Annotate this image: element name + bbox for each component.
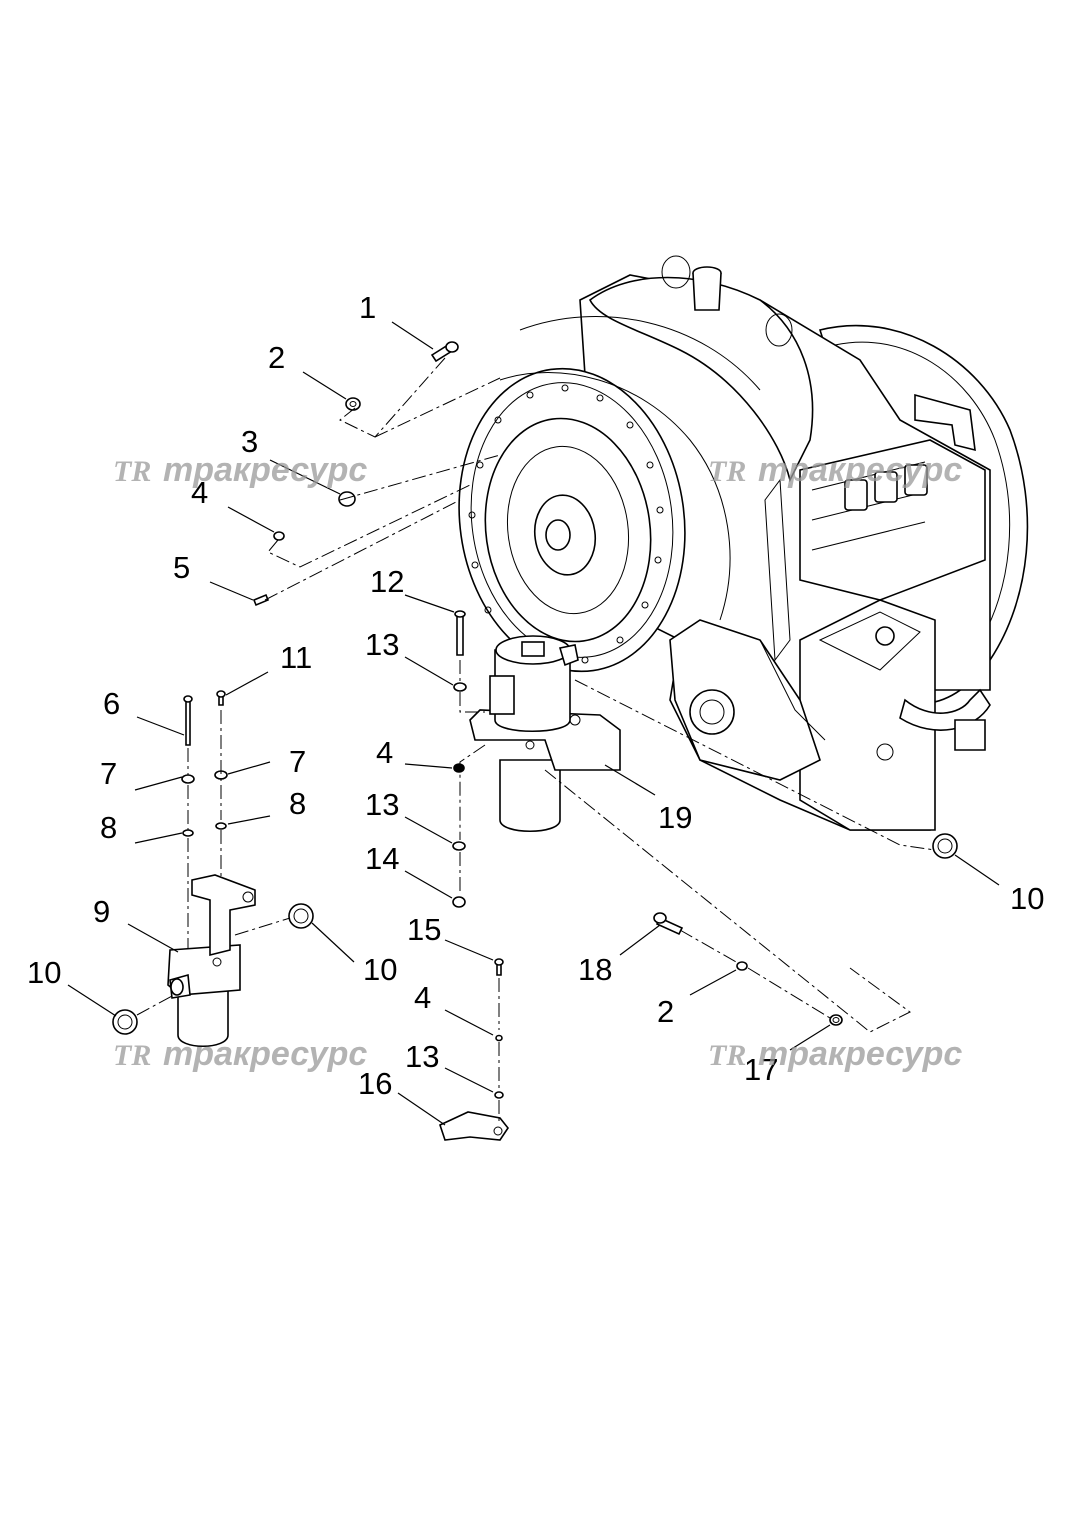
watermark-logo: TR тракресурс (113, 1035, 367, 1073)
callout-10: 10 (363, 952, 397, 987)
watermark-logo: TR тракресурс (708, 1035, 962, 1073)
watermark-logo: TR тракресурс (113, 451, 367, 489)
callout-8: 8 (289, 786, 306, 821)
callout-7: 7 (100, 756, 117, 791)
callout-18: 18 (578, 952, 612, 987)
callout-15: 15 (407, 912, 441, 947)
callout-19: 19 (658, 800, 692, 835)
callout-4: 4 (376, 735, 393, 770)
callout-14: 14 (365, 841, 399, 876)
callout-10: 10 (1010, 881, 1044, 916)
callout-13: 13 (365, 627, 399, 662)
callout-8: 8 (100, 810, 117, 845)
svg-text:тракресурс: тракресурс (163, 1035, 367, 1073)
callout-4: 4 (414, 980, 431, 1015)
callouts: 1 2 3 4 5 6 11 7 7 8 8 9 10 10 10 12 13 … (27, 290, 1044, 1101)
callout-5: 5 (173, 550, 190, 585)
svg-text:тракресурс: тракресурс (758, 1035, 962, 1073)
callout-13: 13 (405, 1039, 439, 1074)
callout-2: 2 (268, 340, 285, 375)
svg-text:TR: TR (113, 1039, 151, 1072)
callout-13: 13 (365, 787, 399, 822)
leader-lines (67, 321, 1000, 1126)
svg-text:тракресурс: тракресурс (758, 451, 962, 489)
watermark-logo: TR тракресурс (708, 451, 962, 489)
watermarks: TR тракресурс TR тракресурс TR тракресур… (113, 451, 962, 1073)
callout-16: 16 (358, 1066, 392, 1101)
callout-3: 3 (241, 424, 258, 459)
transmission-assembly (458, 255, 1029, 831)
svg-text:TR: TR (113, 455, 151, 488)
callout-1: 1 (359, 290, 376, 325)
callout-7: 7 (289, 744, 306, 779)
callout-2: 2 (657, 994, 674, 1029)
assembly-lines (136, 357, 936, 1125)
filter-assembly-9 (167, 874, 256, 1047)
hardware-parts (112, 341, 958, 1141)
callout-4: 4 (191, 475, 208, 510)
callout-11: 11 (280, 640, 312, 675)
svg-text:TR: TR (708, 1039, 746, 1072)
svg-text:тракресурс: тракресурс (163, 451, 367, 489)
callout-10: 10 (27, 955, 61, 990)
svg-text:TR: TR (708, 455, 746, 488)
callout-6: 6 (103, 686, 120, 721)
callout-9: 9 (93, 894, 110, 929)
filter-assembly-19 (469, 635, 621, 833)
callout-12: 12 (370, 564, 404, 599)
callout-17: 17 (744, 1052, 778, 1087)
